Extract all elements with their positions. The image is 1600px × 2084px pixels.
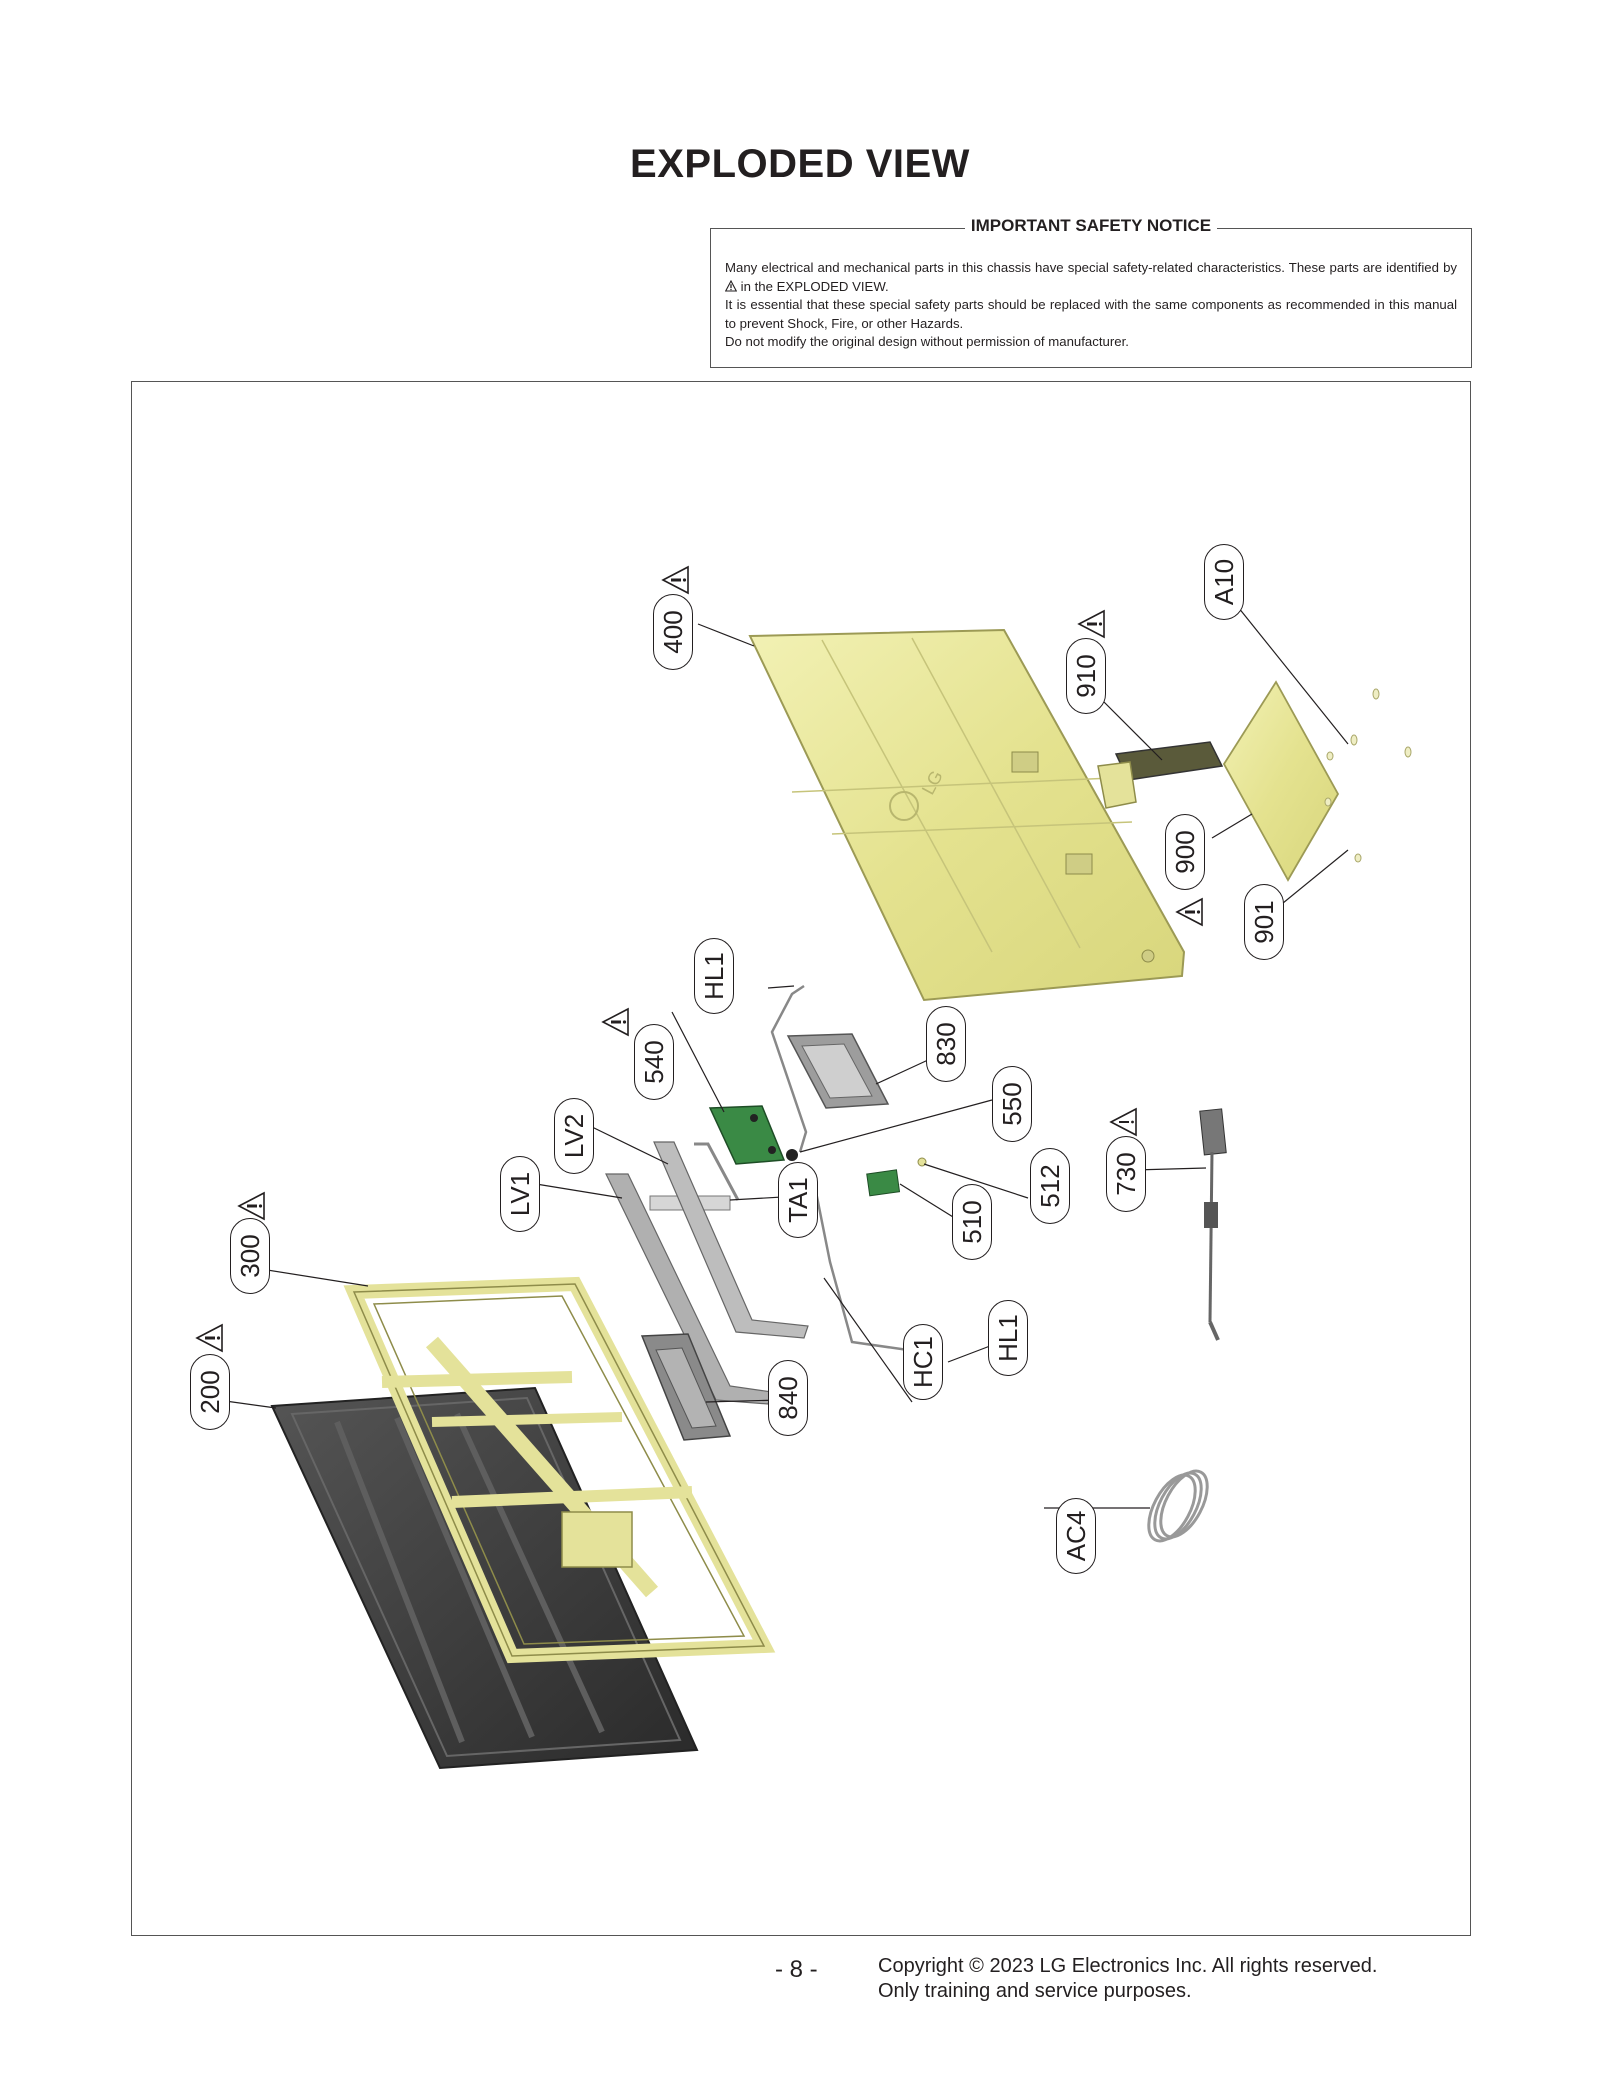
page-number: - 8 -: [775, 1956, 818, 1983]
notice-line1b: in the EXPLODED VIEW.: [740, 278, 889, 294]
warning-triangle-icon-300: [237, 1191, 265, 1221]
warning-triangle-icon-200: [195, 1323, 223, 1353]
callout-a10: A10: [1204, 544, 1244, 620]
middle-frame-300: [343, 1276, 776, 1664]
back-housing-400: LG: [748, 628, 1186, 1002]
adapter-730: [1199, 1108, 1227, 1341]
stand-neck-910: [1097, 741, 1224, 809]
warning-triangle-icon-540: [601, 1007, 629, 1037]
callout-512: 512: [1030, 1148, 1070, 1224]
callout-ta1: TA1: [778, 1162, 818, 1238]
leader-lines: [217, 601, 1349, 1509]
callout-901: 901: [1244, 884, 1284, 960]
callout-550: 550: [992, 1066, 1032, 1142]
part-550: [786, 1149, 798, 1161]
notice-line1a: Many electrical and mechanical parts in …: [725, 260, 1457, 275]
callout-hc1: HC1: [903, 1324, 943, 1400]
callout-lv2: LV2: [554, 1098, 594, 1174]
screws: [1324, 688, 1412, 863]
callout-510: 510: [952, 1184, 992, 1260]
callout-840: 840: [768, 1360, 808, 1436]
bracket-830: [786, 1033, 890, 1109]
exploded-view-svg: LG: [217, 601, 1412, 1770]
board-510: [866, 1169, 901, 1197]
warning-triangle-icon-730: [1109, 1107, 1137, 1137]
callout-hl1-lower: HL1: [988, 1300, 1028, 1376]
purpose-text: Only training and service purposes.: [878, 1980, 1192, 2002]
page-title: EXPLODED VIEW: [630, 142, 970, 186]
safety-notice: IMPORTANT SAFETY NOTICE Many electrical …: [710, 216, 1472, 368]
warning-triangle-icon-400: [661, 565, 689, 595]
callout-hl1-upper: HL1: [694, 938, 734, 1014]
callout-lv1: LV1: [500, 1156, 540, 1232]
callout-900: 900: [1165, 814, 1205, 890]
warning-triangle-icon-900: [1175, 897, 1203, 927]
callout-540: 540: [634, 1024, 674, 1100]
safety-notice-title: IMPORTANT SAFETY NOTICE: [964, 216, 1218, 235]
notice-line3: Do not modify the original design withou…: [725, 334, 1129, 349]
harness-hc1: [810, 1171, 923, 1354]
harness-hl1-upper: [770, 984, 808, 1153]
stand-base-900: [1222, 680, 1340, 882]
callout-830: 830: [926, 1006, 966, 1082]
callout-910: 910: [1066, 638, 1106, 714]
power-cord-ac4: [1147, 1469, 1209, 1543]
callout-200: 200: [190, 1354, 230, 1430]
copyright-block: Copyright © 2023 LG Electronics Inc. All…: [878, 1954, 1377, 2004]
exploded-view-drawing: LG: [131, 381, 1471, 1936]
callout-300: 300: [230, 1218, 270, 1294]
callout-400: 400: [653, 594, 693, 670]
main-board-540: [708, 1105, 786, 1165]
callout-ac4: AC4: [1056, 1498, 1096, 1574]
warning-triangle-icon: [725, 279, 737, 292]
bracket-840: [640, 1333, 732, 1441]
callout-730: 730: [1106, 1136, 1146, 1212]
cable-lv2: [653, 1141, 809, 1339]
copyright-text: Copyright © 2023 LG Electronics Inc. All…: [878, 1955, 1378, 1977]
warning-triangle-icon-910: [1077, 609, 1105, 639]
notice-line2: It is essential that these special safet…: [725, 297, 1457, 331]
